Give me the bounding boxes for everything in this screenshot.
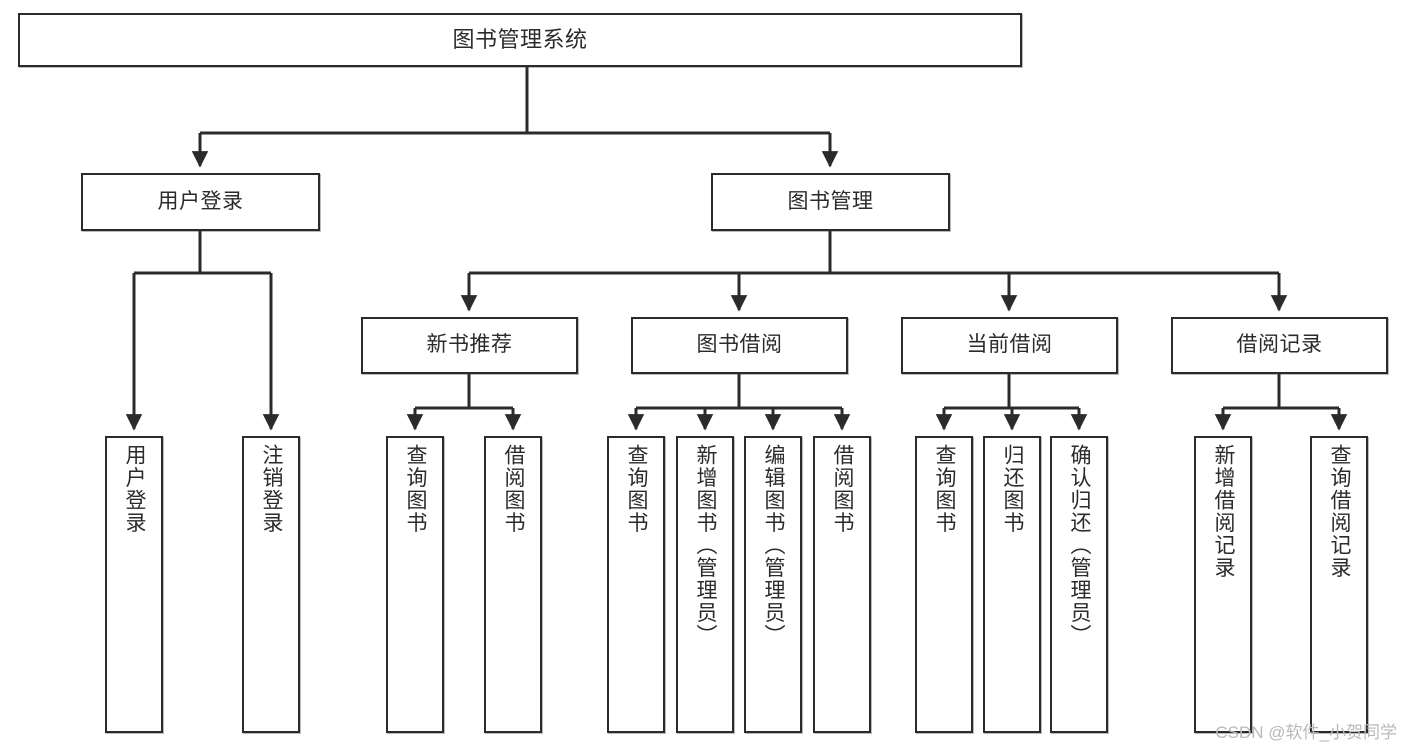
node-borrow-record[interactable]: 借阅记录 [1171, 317, 1388, 374]
node-leaf-query-book-3-label: 查询图书 [933, 444, 957, 534]
node-leaf-query-book-2[interactable]: 查询图书 [607, 436, 665, 733]
node-leaf-query-book-1[interactable]: 查询图书 [386, 436, 444, 733]
node-leaf-edit-book-label: 编辑图书（管理员） [762, 444, 786, 647]
node-leaf-borrow-book-2[interactable]: 借阅图书 [813, 436, 871, 733]
node-leaf-return-book[interactable]: 归还图书 [983, 436, 1041, 733]
node-leaf-borrow-book-1[interactable]: 借阅图书 [484, 436, 542, 733]
node-leaf-query-record-label: 查询借阅记录 [1328, 444, 1352, 579]
node-user-login[interactable]: 用户登录 [81, 173, 320, 231]
node-leaf-logout-login-label: 注销登录 [260, 444, 284, 534]
node-leaf-edit-book[interactable]: 编辑图书（管理员） [744, 436, 802, 733]
node-leaf-query-book-1-label: 查询图书 [404, 444, 428, 534]
csdn-watermark: CSDN @软件_小贺同学 [1215, 723, 1397, 742]
node-new-book-recommend[interactable]: 新书推荐 [361, 317, 578, 374]
node-book-management[interactable]: 图书管理 [711, 173, 950, 231]
node-new-book-recommend-label: 新书推荐 [426, 333, 513, 357]
node-leaf-query-book-3[interactable]: 查询图书 [915, 436, 973, 733]
node-leaf-return-book-label: 归还图书 [1001, 444, 1025, 534]
node-leaf-query-book-2-label: 查询图书 [625, 444, 649, 534]
node-leaf-borrow-book-1-label: 借阅图书 [502, 444, 526, 534]
node-root-system-label: 图书管理系统 [452, 26, 588, 52]
node-leaf-confirm-return[interactable]: 确认归还（管理员） [1050, 436, 1108, 733]
node-leaf-add-record[interactable]: 新增借阅记录 [1194, 436, 1252, 733]
node-book-borrow-label: 图书借阅 [696, 333, 783, 357]
node-book-borrow[interactable]: 图书借阅 [631, 317, 848, 374]
node-leaf-confirm-return-label: 确认归还（管理员） [1068, 444, 1092, 647]
node-borrow-record-label: 借阅记录 [1236, 333, 1323, 357]
node-current-borrow[interactable]: 当前借阅 [901, 317, 1118, 374]
node-leaf-logout-login[interactable]: 注销登录 [242, 436, 300, 733]
node-leaf-user-login-label: 用户登录 [123, 444, 147, 534]
node-leaf-add-book-label: 新增图书（管理员） [694, 444, 718, 647]
node-book-management-label: 图书管理 [787, 189, 874, 213]
node-leaf-query-record[interactable]: 查询借阅记录 [1310, 436, 1368, 733]
node-leaf-user-login[interactable]: 用户登录 [105, 436, 163, 733]
node-leaf-add-book[interactable]: 新增图书（管理员） [676, 436, 734, 733]
node-leaf-borrow-book-2-label: 借阅图书 [831, 444, 855, 534]
node-current-borrow-label: 当前借阅 [966, 333, 1053, 357]
node-leaf-add-record-label: 新增借阅记录 [1212, 444, 1236, 579]
node-user-login-label: 用户登录 [157, 189, 244, 213]
node-root-system[interactable]: 图书管理系统 [18, 13, 1022, 67]
